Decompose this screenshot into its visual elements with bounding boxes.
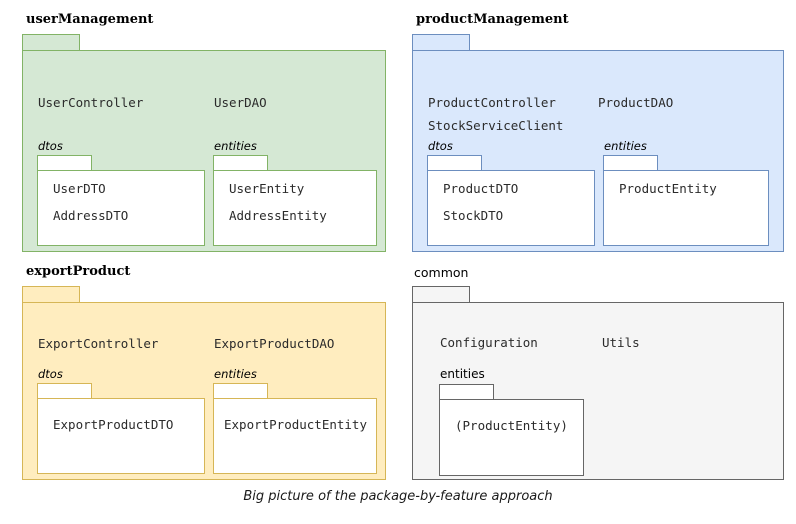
class-label: ExportController [38, 336, 159, 351]
package-tab-exportproduct [22, 286, 80, 303]
subpackage-entities[interactable]: entities (ProductEntity) [439, 368, 584, 476]
subpackage-dtos[interactable]: dtos UserDTO AddressDTO [37, 140, 205, 246]
subpackage-title-dtos: dtos [428, 139, 453, 153]
class-label: UserController [38, 95, 144, 110]
class-label: AddressDTO [53, 208, 129, 223]
class-label: ExportProductEntity [224, 417, 367, 432]
subpackage-tab-entities [603, 155, 658, 171]
subpackage-body-entities [213, 398, 377, 474]
class-label: UserEntity [229, 181, 305, 196]
class-label: ProductDTO [443, 181, 519, 196]
package-title-exportproduct: exportProduct [26, 264, 131, 279]
subpackage-tab-dtos [427, 155, 482, 171]
class-label: StockDTO [443, 208, 504, 223]
package-title-usermanagement: userManagement [26, 12, 154, 27]
subpackage-body-dtos [37, 398, 205, 474]
subpackage-title-entities: entities [440, 367, 485, 381]
package-common[interactable]: common Configuration Utils entities (Pro… [412, 264, 784, 480]
subpackage-tab-entities [213, 383, 268, 399]
diagram-caption: Big picture of the package-by-feature ap… [243, 489, 553, 504]
subpackage-body-dtos [37, 170, 205, 246]
class-label: UserDAO [214, 95, 267, 110]
class-label: ProductDAO [598, 95, 674, 110]
subpackage-entities[interactable]: entities ProductEntity [603, 140, 769, 246]
class-label: ProductEntity [619, 181, 717, 196]
subpackage-title-dtos: dtos [38, 139, 63, 153]
package-title-common: common [414, 265, 469, 280]
subpackage-title-entities: entities [214, 367, 257, 381]
subpackage-dtos[interactable]: dtos ExportProductDTO [37, 368, 205, 474]
class-label: StockServiceClient [428, 118, 564, 133]
subpackage-entities[interactable]: entities ExportProductEntity [213, 368, 377, 474]
package-exportproduct[interactable]: exportProduct ExportController ExportPro… [22, 264, 386, 480]
subpackage-tab-dtos [37, 155, 92, 171]
subpackage-title-entities: entities [604, 139, 647, 153]
subpackage-title-entities: entities [214, 139, 257, 153]
package-tab-common [412, 286, 470, 303]
class-label: AddressEntity [229, 208, 327, 223]
subpackage-tab-entities [213, 155, 268, 171]
package-tab-usermanagement [22, 34, 80, 51]
subpackage-dtos[interactable]: dtos ProductDTO StockDTO [427, 140, 595, 246]
subpackage-body-dtos [427, 170, 595, 246]
class-label: UserDTO [53, 181, 106, 196]
subpackage-tab-dtos [37, 383, 92, 399]
class-label: Configuration [440, 335, 538, 350]
package-tab-productmanagement [412, 34, 470, 51]
subpackage-body-entities [439, 399, 584, 476]
class-label: (ProductEntity) [455, 418, 568, 433]
subpackage-title-dtos: dtos [38, 367, 63, 381]
class-label: ExportProductDTO [53, 417, 174, 432]
subpackage-tab-entities [439, 384, 494, 400]
subpackage-body-entities [213, 170, 377, 246]
subpackage-body-entities [603, 170, 769, 246]
package-usermanagement[interactable]: userManagement UserController UserDAO dt… [22, 12, 386, 252]
subpackage-entities[interactable]: entities UserEntity AddressEntity [213, 140, 377, 246]
package-productmanagement[interactable]: productManagement ProductController Prod… [412, 12, 784, 252]
class-label: Utils [602, 335, 640, 350]
package-title-productmanagement: productManagement [416, 12, 569, 27]
class-label: ProductController [428, 95, 556, 110]
class-label: ExportProductDAO [214, 336, 335, 351]
